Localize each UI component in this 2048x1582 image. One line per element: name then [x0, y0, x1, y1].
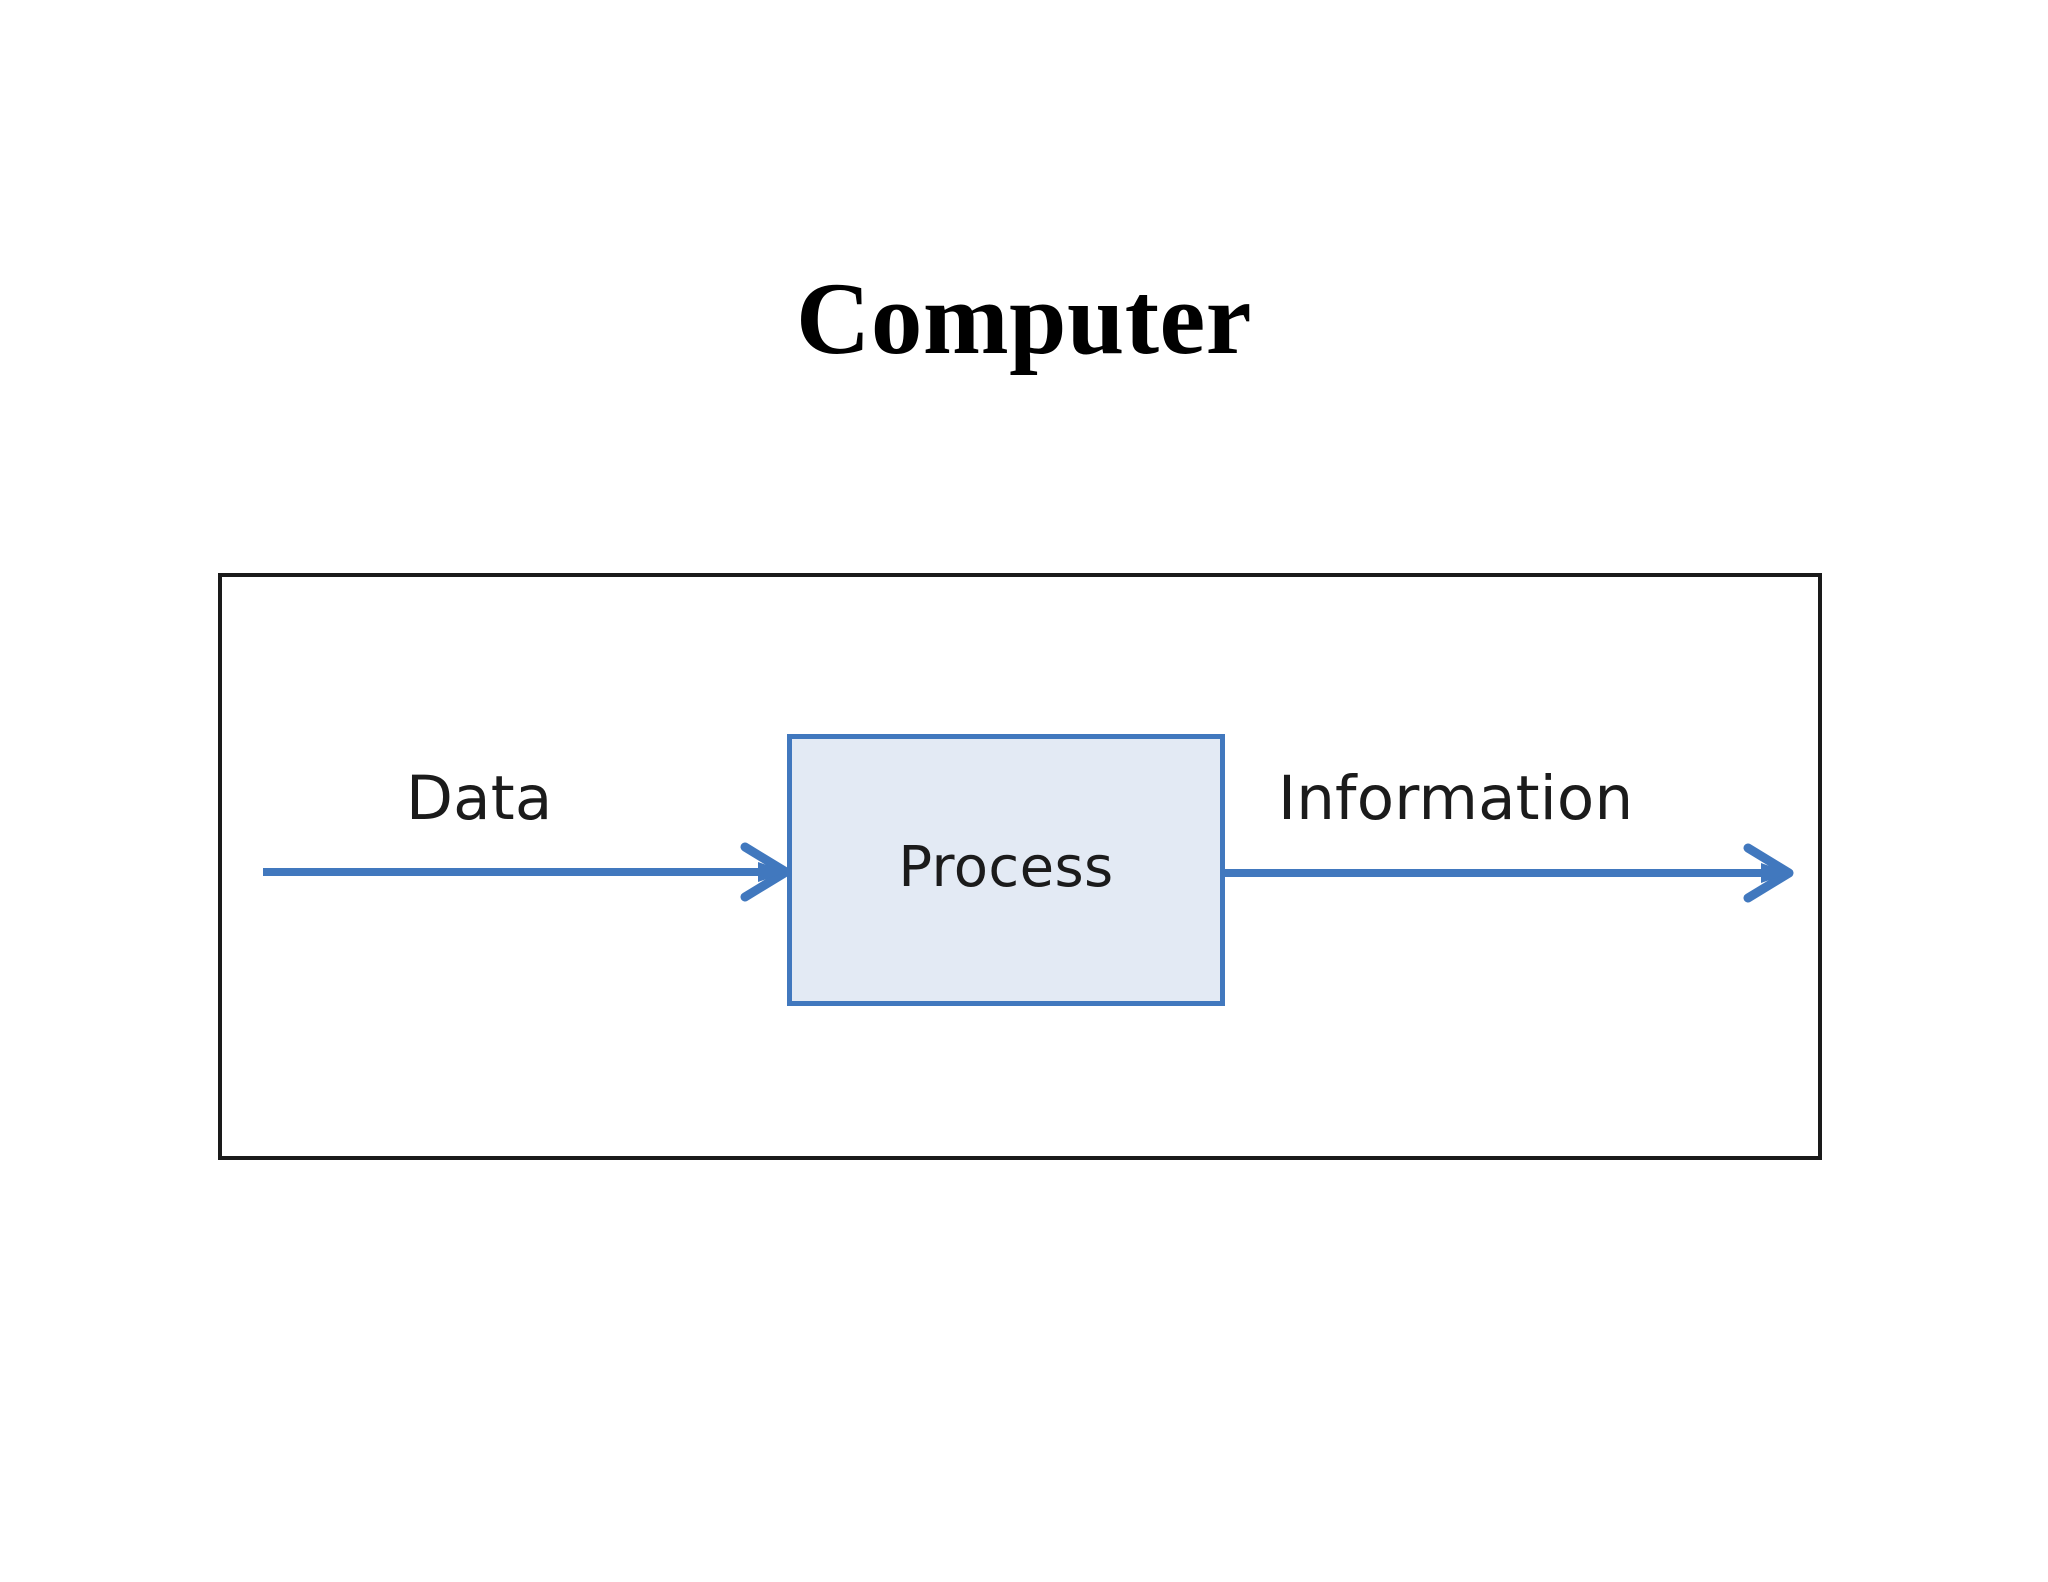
process-node: Process [787, 734, 1225, 1006]
output-flow-label: Information [1278, 763, 1634, 834]
page-title: Computer [796, 262, 1252, 376]
input-flow-label: Data [406, 763, 553, 834]
process-node-label: Process [898, 835, 1114, 900]
